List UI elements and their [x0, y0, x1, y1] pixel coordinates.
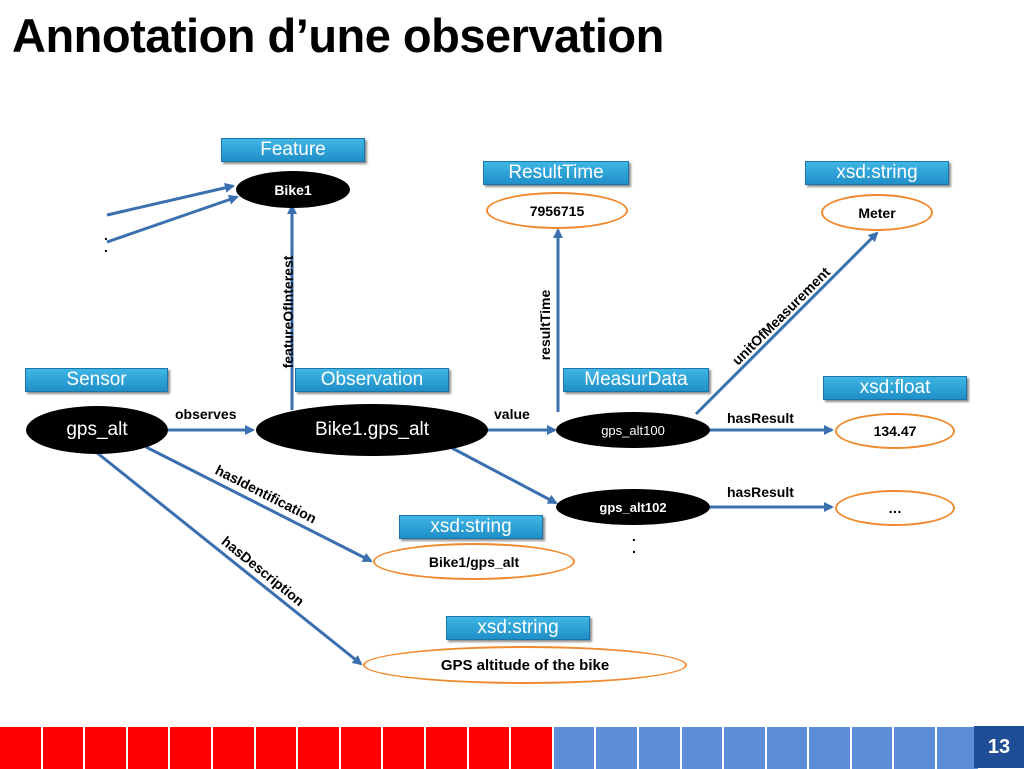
node-result-ellipsis: …: [835, 490, 955, 526]
node-bike1: Bike1: [236, 171, 350, 208]
slide-title: Annotation d’une observation: [12, 9, 664, 62]
label-feature-of-interest: featureOfInterest: [280, 255, 296, 369]
footer-seg-blue: [681, 727, 725, 769]
footer-seg-blue: [809, 727, 852, 769]
node-unit-value: Meter: [821, 194, 933, 231]
page-number: 13: [974, 726, 1024, 768]
footer-seg-red: [170, 727, 213, 769]
edge-incoming-1: [106, 182, 235, 217]
node-data-gps-alt100: gps_alt100: [556, 412, 710, 448]
result-time-type-tag: ResultTime: [483, 161, 629, 185]
footer-seg-red: [42, 727, 86, 769]
node-data-gps-alt102: gps_alt102: [556, 489, 710, 525]
label-observes: observes: [175, 406, 237, 422]
footer-seg-red: [340, 727, 384, 769]
float-type-tag: xsd:float: [823, 376, 967, 400]
footer-seg-blue: [766, 727, 810, 769]
measur-data-type-tag: MeasurData: [563, 368, 709, 392]
footer-seg-red: [468, 727, 512, 769]
description-type-tag: xsd:string: [446, 616, 590, 640]
edge-obs-to-data2: [451, 446, 558, 505]
footer-seg-blue: [894, 727, 938, 769]
node-sensor: gps_alt: [26, 406, 168, 454]
footer-seg-blue: [596, 727, 639, 769]
footer-seg-red: [383, 727, 426, 769]
node-identification-value: Bike1/gps_alt: [373, 543, 575, 580]
observation-type-tag: Observation: [295, 368, 449, 392]
footer-seg-blue: [638, 727, 682, 769]
edge-unit-of-measurement: [694, 231, 879, 416]
edge-incoming-2: [106, 194, 239, 244]
footer-bar: [0, 726, 1024, 769]
label-result-time: resultTime: [537, 289, 553, 361]
ellipsis-dots-center: . .: [632, 528, 636, 556]
label-has-result-1: hasResult: [727, 410, 794, 426]
node-result-134-47: 134.47: [835, 413, 955, 449]
footer-seg-red: [298, 727, 341, 769]
footer-seg-red: [255, 727, 299, 769]
edge-has-identification: [145, 445, 373, 563]
footer-seg-blue: [724, 727, 767, 769]
footer-seg-red: [511, 727, 554, 769]
sensor-type-tag: Sensor: [25, 368, 168, 392]
footer-seg-red: [0, 727, 43, 769]
footer-seg-red: [425, 727, 469, 769]
edges-layer: [95, 182, 879, 666]
edge-has-description: [95, 450, 363, 666]
node-time-value: 7956715: [486, 192, 628, 229]
label-has-result-2: hasResult: [727, 484, 794, 500]
node-description-value: GPS altitude of the bike: [363, 646, 687, 684]
node-observation: Bike1.gps_alt: [256, 404, 488, 456]
footer-seg-blue: [851, 727, 895, 769]
identification-type-tag: xsd:string: [399, 515, 543, 539]
footer-seg-red: [212, 727, 256, 769]
footer-seg-blue: [553, 727, 597, 769]
ellipsis-dots-left: . .: [104, 227, 108, 255]
footer-seg-red: [85, 727, 128, 769]
footer-seg-red: [127, 727, 171, 769]
feature-type-tag: Feature: [221, 138, 365, 162]
unit-type-tag: xsd:string: [805, 161, 949, 185]
label-value: value: [494, 406, 530, 422]
